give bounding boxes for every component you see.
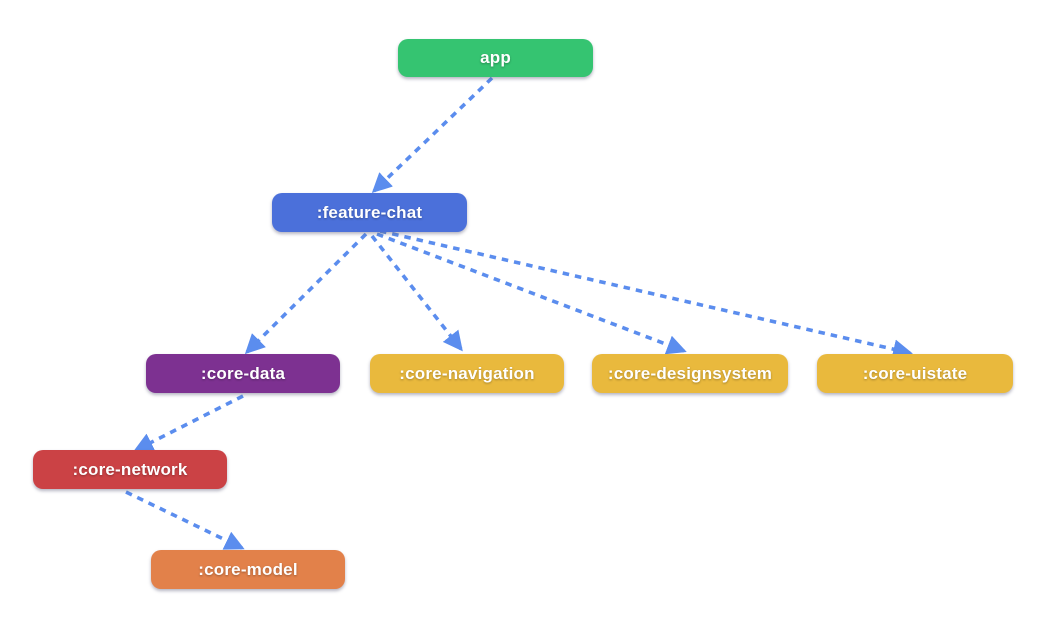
node-label-app: app [480,48,511,67]
node-label-core-navigation: :core-navigation [399,363,535,383]
edge-core-data-to-core-network [133,394,244,452]
node-core-network: :core-network [33,450,227,489]
edge-core-network-to-core-model [125,490,245,550]
node-app: app [398,39,593,77]
node-label-core-uistate: :core-uistate [862,363,968,383]
node-label-feature-chat: :feature-chat [316,202,423,222]
edge-feature-chat-to-core-uistate [379,229,913,359]
node-core-uistate: :core-uistate [817,354,1013,393]
node-label-core-designsystem: :core-designsystem [607,363,773,383]
node-core-data: :core-data [146,354,340,393]
node-label-core-network: :core-network [72,459,188,479]
node-label-core-data: :core-data [200,363,286,383]
node-core-designsystem: :core-designsystem [592,354,788,393]
node-core-model: :core-model [151,550,345,589]
node-core-navigation: :core-navigation [370,354,564,393]
edge-feature-chat-to-core-navigation [370,234,463,352]
edge-app-to-feature-chat [371,76,494,194]
node-label-core-model: :core-model [198,559,298,579]
node-feature-chat: :feature-chat [272,193,467,232]
edge-feature-chat-to-core-data [244,232,368,355]
edge-feature-chat-to-core-designsystem [376,232,687,355]
